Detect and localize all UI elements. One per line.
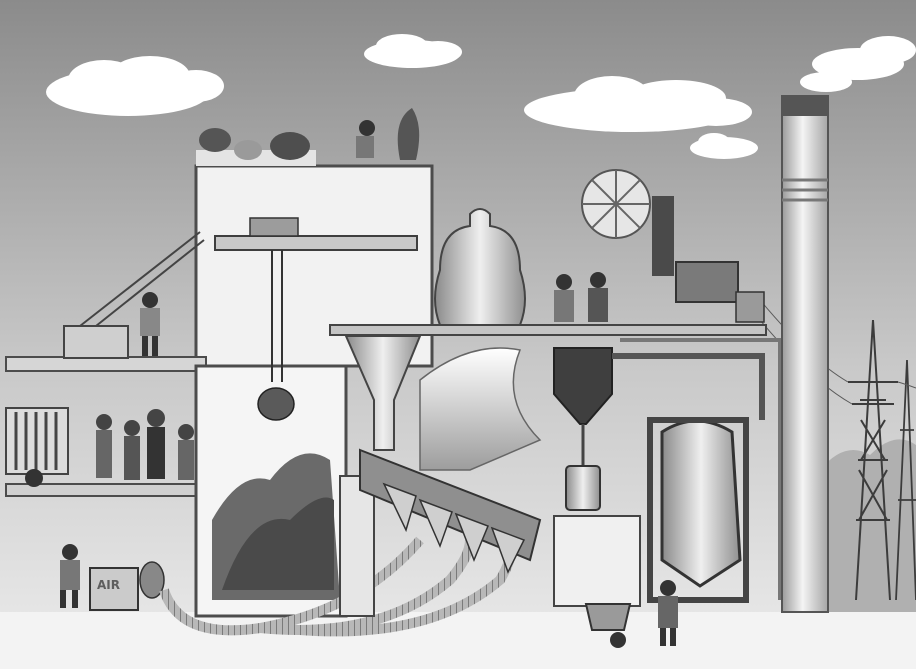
ground (0, 612, 916, 669)
crane-rail (215, 236, 417, 250)
slag-chamber (554, 516, 640, 606)
generator (676, 262, 738, 302)
air-machine-label: AIR (97, 578, 120, 592)
crane-grab (258, 388, 294, 420)
left-wing-floor (6, 357, 206, 371)
boiler (662, 421, 740, 586)
chimney (782, 96, 828, 612)
crane-cab (250, 218, 298, 236)
ash-barrel (566, 466, 600, 510)
